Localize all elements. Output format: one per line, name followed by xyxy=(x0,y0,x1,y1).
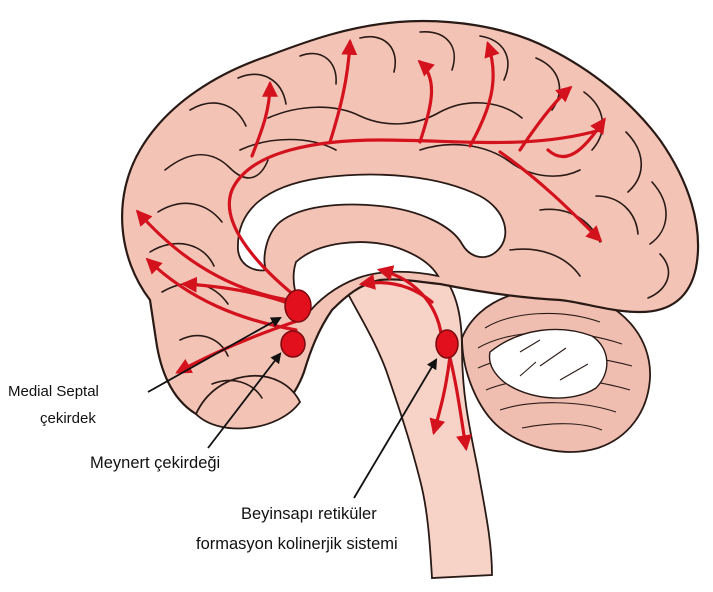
medial-septal-label-line1: Medial Septal xyxy=(8,383,99,400)
brainstem xyxy=(346,254,492,578)
medial-septal-nucleus xyxy=(285,290,311,322)
brainstem-label-line2: formasyon kolinerjik sistemi xyxy=(196,535,398,553)
meynert-nucleus xyxy=(281,331,305,357)
medial-septal-label-line2: çekirdek xyxy=(40,410,96,427)
brainstem-label-line1: Beyinsapı retiküler xyxy=(241,505,377,523)
cerebellum xyxy=(462,289,650,452)
meynert-label: Meynert çekirdeği xyxy=(90,454,220,472)
brainstem-nucleus xyxy=(436,330,458,358)
